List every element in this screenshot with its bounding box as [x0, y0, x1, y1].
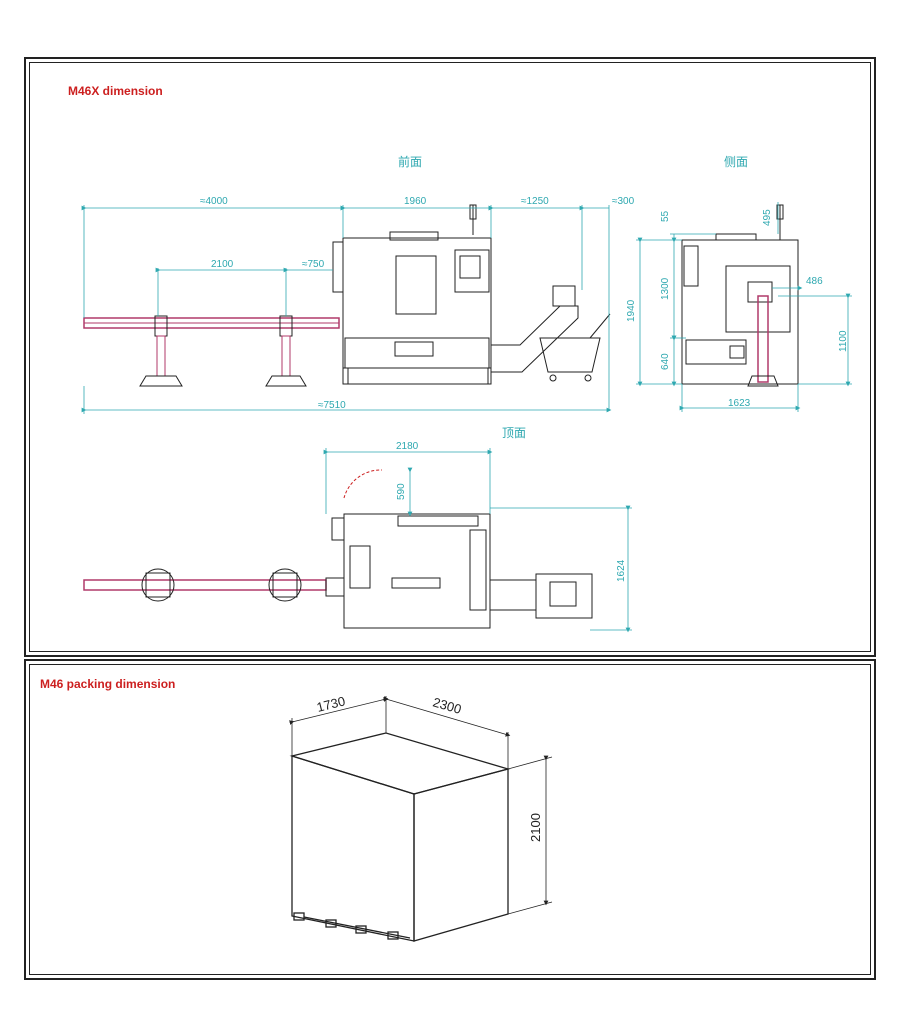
- front-view: [83, 204, 611, 387]
- side-view: [681, 204, 799, 387]
- top-view: [83, 469, 593, 629]
- top-support-right: [268, 568, 302, 602]
- dim-support-spacing: 2100: [211, 259, 234, 270]
- packing-panel-inner: [29, 664, 871, 975]
- dimension-panel-outer: [24, 57, 876, 657]
- dim-conveyor-end: ≈300: [612, 196, 635, 207]
- dim-top-length: 2180: [396, 441, 419, 452]
- pallet-foot: [293, 912, 305, 921]
- side-feeder-post: [757, 295, 769, 383]
- crate-right-face: [413, 768, 509, 942]
- crate-left-face: [291, 755, 415, 942]
- top-dimensions: [323, 448, 632, 633]
- dim-bar-feeder: ≈4000: [200, 196, 228, 207]
- lathe-body: [342, 237, 492, 385]
- dim-upper-height: 1300: [660, 277, 671, 300]
- top-view-label: 顶面: [502, 426, 526, 440]
- front-dimensions: [81, 205, 612, 414]
- dim-lower-height: 640: [660, 353, 671, 370]
- dim-door-swing: 590: [396, 483, 407, 500]
- chip-conveyor: [491, 305, 579, 373]
- dim-total-length: ≈7510: [318, 400, 346, 411]
- feeder-support-left: [154, 315, 168, 337]
- dim-top-depth: 1624: [616, 559, 627, 582]
- top-machine-body: [343, 513, 491, 629]
- front-view-label: 前面: [398, 154, 422, 169]
- dim-spindle-offset: 486: [806, 276, 823, 287]
- lathe-door-window: [395, 255, 437, 315]
- packing-height: 2100: [528, 813, 543, 842]
- dim-support-offset: ≈750: [302, 259, 325, 270]
- top-bar-feeder: [83, 579, 327, 591]
- packing-panel-outer: [24, 659, 876, 980]
- dim-conveyor: ≈1250: [521, 196, 549, 207]
- chip-cart: [539, 337, 601, 373]
- packing-title: M46 packing dimension: [40, 677, 176, 691]
- feeder-support-right: [279, 315, 293, 337]
- dim-total-height: 1940: [626, 299, 637, 322]
- dim-lamp2: 495: [762, 209, 773, 226]
- dimension-title: M46X dimension: [68, 84, 163, 98]
- packing-crate: [289, 732, 511, 942]
- top-support-left: [141, 568, 175, 602]
- packing-dimensions: [289, 696, 553, 915]
- side-view-label: 侧面: [724, 155, 748, 169]
- dim-spindle-height: 1100: [838, 330, 849, 352]
- dimension-panel-inner: [29, 62, 871, 652]
- dim-lamp: 55: [660, 210, 671, 222]
- control-panel: [454, 249, 490, 293]
- top-conveyor: [489, 579, 537, 611]
- crate-top-face: [289, 732, 511, 795]
- dim-side-width: 1623: [728, 398, 751, 409]
- packing-width: 1730: [315, 693, 347, 715]
- side-body: [681, 239, 799, 385]
- dim-machine-length: 1960: [404, 196, 427, 207]
- side-dimensions: [636, 202, 852, 412]
